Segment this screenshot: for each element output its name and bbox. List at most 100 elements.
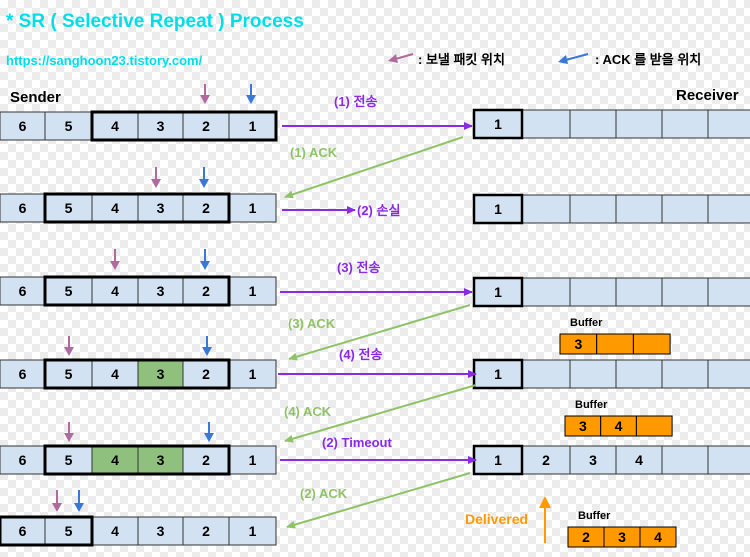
sender-packet-label: 1	[249, 523, 257, 539]
ack-position-icon-head	[558, 55, 568, 64]
receiver-packet-label: 1	[494, 201, 502, 217]
sender-packet-cell	[228, 276, 277, 306]
sender-packet-cell	[0, 445, 46, 475]
sender-packet-label: 5	[65, 366, 73, 382]
sender-packet-label: 6	[19, 200, 27, 216]
sender-packet-label: 3	[157, 366, 165, 382]
lost-2-label: (2) 손실	[357, 203, 400, 218]
receiver-packet-cell	[521, 359, 571, 389]
receiver-packet-label: 3	[589, 452, 597, 468]
sender-label: Sender	[10, 89, 61, 106]
receiver-packet-cell	[473, 109, 523, 139]
send-position-icon-head	[388, 54, 398, 63]
receiver-packet-cell	[661, 194, 709, 224]
ack-position-icon	[202, 336, 212, 356]
buffer-cell-label: 4	[615, 418, 623, 434]
receiver-packet-label: 2	[542, 452, 550, 468]
sender-packet-cell	[228, 193, 277, 223]
legend-ack: : ACK 를 받을 위치	[558, 52, 701, 67]
sender-packet-label: 1	[249, 118, 257, 134]
ack-1-label: (1) ACK	[290, 145, 338, 160]
sender-packet-cell	[137, 359, 184, 389]
sender-packet-label: 6	[19, 283, 27, 299]
timeout-2-label: (2) Timeout	[322, 435, 392, 450]
buffer-cell	[635, 415, 673, 437]
delivered-label: Delivered	[465, 511, 528, 527]
ack-3-arrow	[288, 304, 471, 361]
sender-packet-cell	[228, 516, 277, 546]
buffer-cell	[596, 333, 634, 355]
source-url: https://sanghoon23.tistory.com/	[6, 53, 203, 68]
ack-3-label: (3) ACK	[288, 316, 336, 331]
receiver-packet-cell	[569, 277, 617, 307]
send-position-icon	[64, 336, 74, 356]
receiver-row: 1	[472, 276, 750, 308]
sender-window	[43, 444, 231, 476]
receiver-packet-cell	[569, 109, 617, 139]
buffer-label: Buffer	[570, 317, 603, 329]
sender-window	[43, 192, 231, 224]
receiver-packet-label: 4	[635, 452, 643, 468]
ack-1-arrow	[284, 136, 464, 199]
sender-packet-label: 2	[202, 118, 210, 134]
sender-packet-cell	[0, 193, 46, 223]
sender-packet-label: 6	[19, 523, 27, 539]
receiver-packet-cell	[707, 359, 750, 389]
receiver-row: 1	[472, 358, 750, 390]
buffer-cell	[639, 526, 677, 548]
receiver-packet-cell	[521, 194, 571, 224]
receiver-packet-cell	[569, 445, 617, 475]
sender-packet-cell	[228, 359, 277, 389]
transmit-1-label: (1) 전송	[334, 94, 377, 109]
sender-packet-label: 3	[157, 452, 165, 468]
sender-packet-label: 4	[111, 200, 119, 216]
sender-packet-label: 1	[249, 366, 257, 382]
receiver-packet-cell	[707, 445, 750, 475]
sender-packet-cell	[182, 359, 230, 389]
buffer-label: Buffer	[575, 399, 608, 411]
receiver-packet-cell	[521, 109, 571, 139]
receiver-window-start	[472, 193, 524, 225]
receiver-label: Receiver	[676, 87, 739, 104]
position-markers	[52, 84, 256, 512]
sender-packet-label: 2	[202, 523, 210, 539]
diagram-title: * SR ( Selective Repeat ) Process	[6, 11, 304, 32]
receiver-packet-label: 1	[494, 366, 502, 382]
sender-window	[43, 275, 231, 307]
messages: (1) 전송 (1) ACK (2) 손실 (3) 전송 (3) ACK (4)…	[278, 94, 477, 529]
receiver-window-start	[472, 108, 524, 140]
sender-packet-label: 3	[157, 283, 165, 299]
sender-packet-label: 5	[65, 118, 73, 134]
receiver-packet-cell	[615, 445, 663, 475]
buffer-cell	[632, 333, 671, 355]
receiver-packet-cell	[707, 277, 750, 307]
receiver-row: 1	[472, 193, 750, 225]
sender-packet-label: 5	[65, 283, 73, 299]
buffer-cell-label: 3	[574, 336, 582, 352]
receiver-packet-cell	[707, 194, 750, 224]
sender-packet-label: 5	[65, 452, 73, 468]
receiver-window-start	[472, 276, 524, 308]
sender-packet-cell	[228, 111, 277, 141]
receiver-packet-cell	[661, 359, 709, 389]
receiver-packet-cell	[707, 109, 750, 139]
send-position-icon	[64, 422, 74, 442]
sender-packet-label: 4	[111, 366, 119, 382]
sender-packet-label: 4	[111, 452, 119, 468]
delivered-arrow-icon-head	[539, 496, 551, 508]
sender-packet-label: 3	[157, 118, 165, 134]
buffer-cell-label: 3	[579, 418, 587, 434]
sender-packet-label: 2	[202, 452, 210, 468]
sender-packet-label: 1	[249, 200, 257, 216]
sender-packet-cell	[44, 111, 93, 141]
receiver-row: 1	[472, 108, 750, 140]
